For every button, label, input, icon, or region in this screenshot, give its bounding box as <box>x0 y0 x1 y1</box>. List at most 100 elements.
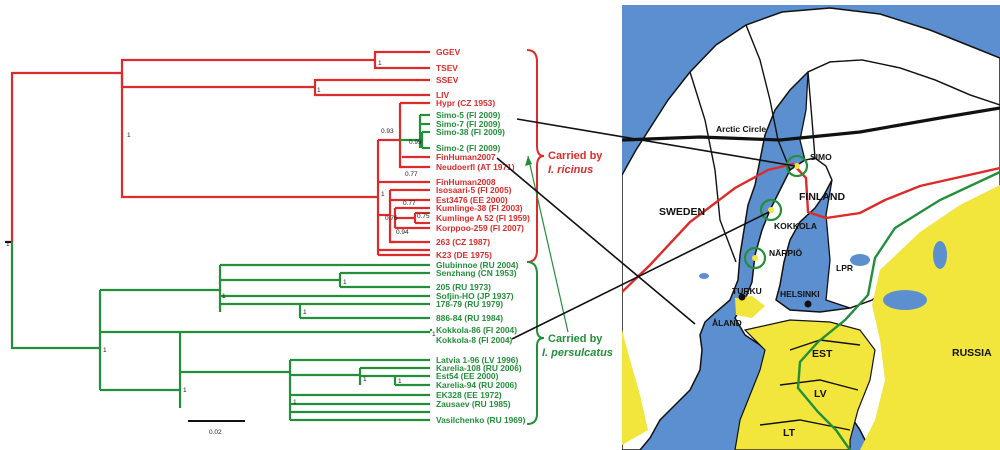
leaf-label: K23 (DE 1975) <box>436 250 492 260</box>
country-label-sweden: SWEDEN <box>659 206 705 218</box>
leaf-label: Korppoo-259 (FI 2007) <box>436 223 524 233</box>
ricinus-species-label: I. ricinus <box>548 164 593 176</box>
leaf-label: 886-84 (RU 1984) <box>436 313 503 323</box>
leaf-label: EK328 (EE 1972) <box>436 390 502 400</box>
leaf-label: Simo-2 (FI 2009) <box>436 143 500 153</box>
leaf-label: Karelia-94 (RU 2006) <box>436 380 517 390</box>
kokkola-circle <box>759 198 783 222</box>
support-value: 1 <box>127 132 131 139</box>
support-value: 0.94 <box>396 229 409 236</box>
simo-to-persulcatus-arrow <box>527 155 569 333</box>
support-value: 0.77 <box>405 171 418 178</box>
place-label-narpio: NÄRPIÖ <box>769 248 802 258</box>
green-leaf-labels: Simo-5 (FI 2009) Simo-7 (FI 2009) Simo-3… <box>436 110 526 425</box>
narpio-circle <box>743 246 767 270</box>
carried-by-ricinus-label: Carried by <box>548 150 603 162</box>
leaf-label: Kumlinge A 52 (FI 1959) <box>436 213 530 223</box>
red-leaf-labels: GGEV TSEV SSEV LIV Hypr (CZ 1953) FinHum… <box>436 47 530 260</box>
leaf-label: Kokkola-8 (FI 2004) <box>436 335 513 345</box>
place-label-helsinki: HELSINKI <box>780 289 820 299</box>
country-label-latvia: LV <box>814 388 827 400</box>
support-value: 1 <box>363 376 367 383</box>
support-value: 1 <box>343 279 347 286</box>
persulcatus-range-east <box>860 185 1000 450</box>
turku-dot <box>738 293 746 301</box>
support-value: 0.75 <box>417 213 430 220</box>
support-value: 0.93 <box>381 128 394 135</box>
support-value: 0.99 <box>409 139 422 146</box>
leaf-label: Glubinnoe (RU 2004) <box>436 260 519 270</box>
persulcatus-species-label: I. persulcatus <box>542 347 613 359</box>
map: Arctic Circle SWEDEN FINLAND RUSSIA EST … <box>622 5 1000 450</box>
country-label-finland: FINLAND <box>799 191 845 203</box>
support-value: 0.77 <box>403 200 416 207</box>
support-value: 1 <box>293 399 297 406</box>
lake <box>850 254 870 266</box>
country-label-russia: RUSSIA <box>952 347 992 359</box>
persulcatus-range-westcoast <box>622 330 648 445</box>
place-label-kokkola: KOKKOLA <box>774 221 817 231</box>
leaf-label: FinHuman2008 <box>436 177 496 187</box>
connector-simo <box>516 118 796 167</box>
land-scandinavia <box>622 7 1000 450</box>
support-value: 1 <box>317 87 321 94</box>
narpio-marker <box>752 255 758 261</box>
ricinus-boundary <box>622 162 1000 293</box>
leaf-label: FinHuman2007 <box>436 152 496 162</box>
support-value: 1 <box>6 241 10 248</box>
support-value: 1 <box>222 293 226 300</box>
place-label-lpr: LPR <box>836 263 853 273</box>
simo-circle <box>785 154 809 178</box>
place-label-simo: SIMO <box>810 152 832 162</box>
leaf-label: Est3476 (EE 2000) <box>436 195 508 205</box>
leaf-label: Sofjin-HO (JP 1937) <box>436 291 514 301</box>
leaf-label: Kokkola-86 (FI 2004) <box>436 325 517 335</box>
connector-finhuman2007 <box>496 157 696 325</box>
leaf-label: Latvia 1-96 (LV 1996) <box>436 355 518 365</box>
red-clade-branches <box>10 50 430 257</box>
support-value: 1 <box>303 309 307 316</box>
leaf-label: Karelia-108 (RU 2006) <box>436 363 522 373</box>
support-values: 1 1 1 1 0.93 0.99 0.77 1 0.77 0.76 0.75 … <box>6 60 436 406</box>
leaf-label: Simo-7 (FI 2009) <box>436 119 500 129</box>
lake <box>699 273 709 279</box>
country-label-lithuania: LT <box>783 427 796 439</box>
connector-lines <box>496 118 796 340</box>
leaf-label: 178-79 (RU 1979) <box>436 299 503 309</box>
leaf-label: Isosaari-5 (FI 2005) <box>436 185 512 195</box>
lake <box>933 241 947 269</box>
arctic-circle <box>622 106 1000 142</box>
arrowhead <box>525 156 532 166</box>
country-label-estonia: EST <box>812 348 833 360</box>
leaf-label: Est54 (EE 2000) <box>436 371 499 381</box>
country-borders <box>689 24 861 431</box>
kokkola-marker <box>768 207 774 213</box>
phylogenetic-tree <box>5 50 432 422</box>
simo-marker <box>794 163 800 169</box>
persulcatus-range-aland <box>735 296 765 318</box>
leaf-label: GGEV <box>436 47 461 57</box>
support-value: 1 <box>381 191 385 198</box>
leaf-label: Kumlinge-38 (FI 2003) <box>436 203 523 213</box>
support-value: 1 <box>103 347 107 354</box>
place-label-aland: ÅLAND <box>712 318 742 328</box>
support-value: 0.76 <box>385 215 398 222</box>
leaf-label: Vasilchenko (RU 1969) <box>436 415 526 425</box>
leaf-label: Simo-5 (FI 2009) <box>436 110 500 120</box>
leaf-label: 263 (CZ 1987) <box>436 237 490 247</box>
support-value: 1 <box>183 387 187 394</box>
support-value: 1 <box>398 378 402 385</box>
support-value: 1 <box>432 331 436 338</box>
support-value: 1 <box>378 60 382 67</box>
connector-kokkola <box>511 211 770 340</box>
leaf-label: TSEV <box>436 63 458 73</box>
green-clade-branches <box>10 242 432 422</box>
arctic-circle-label: Arctic Circle <box>716 124 766 134</box>
leaf-label: SSEV <box>436 75 459 85</box>
leaf-label: Senzhang (CN 1953) <box>436 268 517 278</box>
leaf-label: Hypr (CZ 1953) <box>436 98 495 108</box>
carried-by-persulcatus-label: Carried by <box>548 333 603 345</box>
leaf-label: LIV <box>436 90 449 100</box>
leaf-label: 205 (RU 1973) <box>436 282 491 292</box>
